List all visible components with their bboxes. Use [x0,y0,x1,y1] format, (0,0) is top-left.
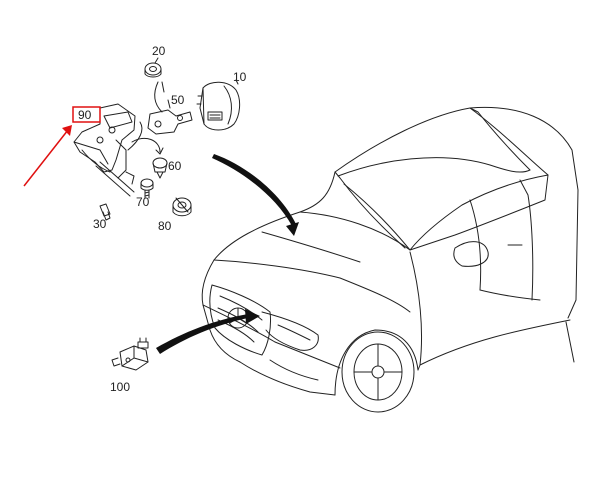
callout-100: 100 [110,380,130,394]
car-outline [201,106,579,413]
part-50-bracket [147,81,193,135]
part-90-latch [73,103,143,197]
part-70-bolt [140,178,154,199]
callout-70: 70 [136,195,150,209]
leader-10 [235,79,239,85]
arrow-to-grille [156,309,260,354]
leader-20 [154,57,159,64]
callout-10: 10 [233,70,247,84]
leader-60-tip [155,147,164,155]
part-80-nut [172,197,192,217]
callout-50: 50 [171,93,185,107]
part-20-nut [144,62,162,78]
callout-20: 20 [152,44,166,58]
arrow-to-hood [212,154,299,236]
callout-90: 90 [78,108,92,122]
part-60-clip [152,157,168,179]
callout-30: 30 [93,217,107,231]
part-30-clip [99,203,111,221]
leader-60 [131,137,161,153]
leader-50 [167,99,171,109]
highlight-part-90 [23,106,101,187]
part-10-horn [196,81,241,131]
callout-60: 60 [168,159,182,173]
part-100-sensor [111,337,149,371]
callout-80: 80 [158,219,172,233]
